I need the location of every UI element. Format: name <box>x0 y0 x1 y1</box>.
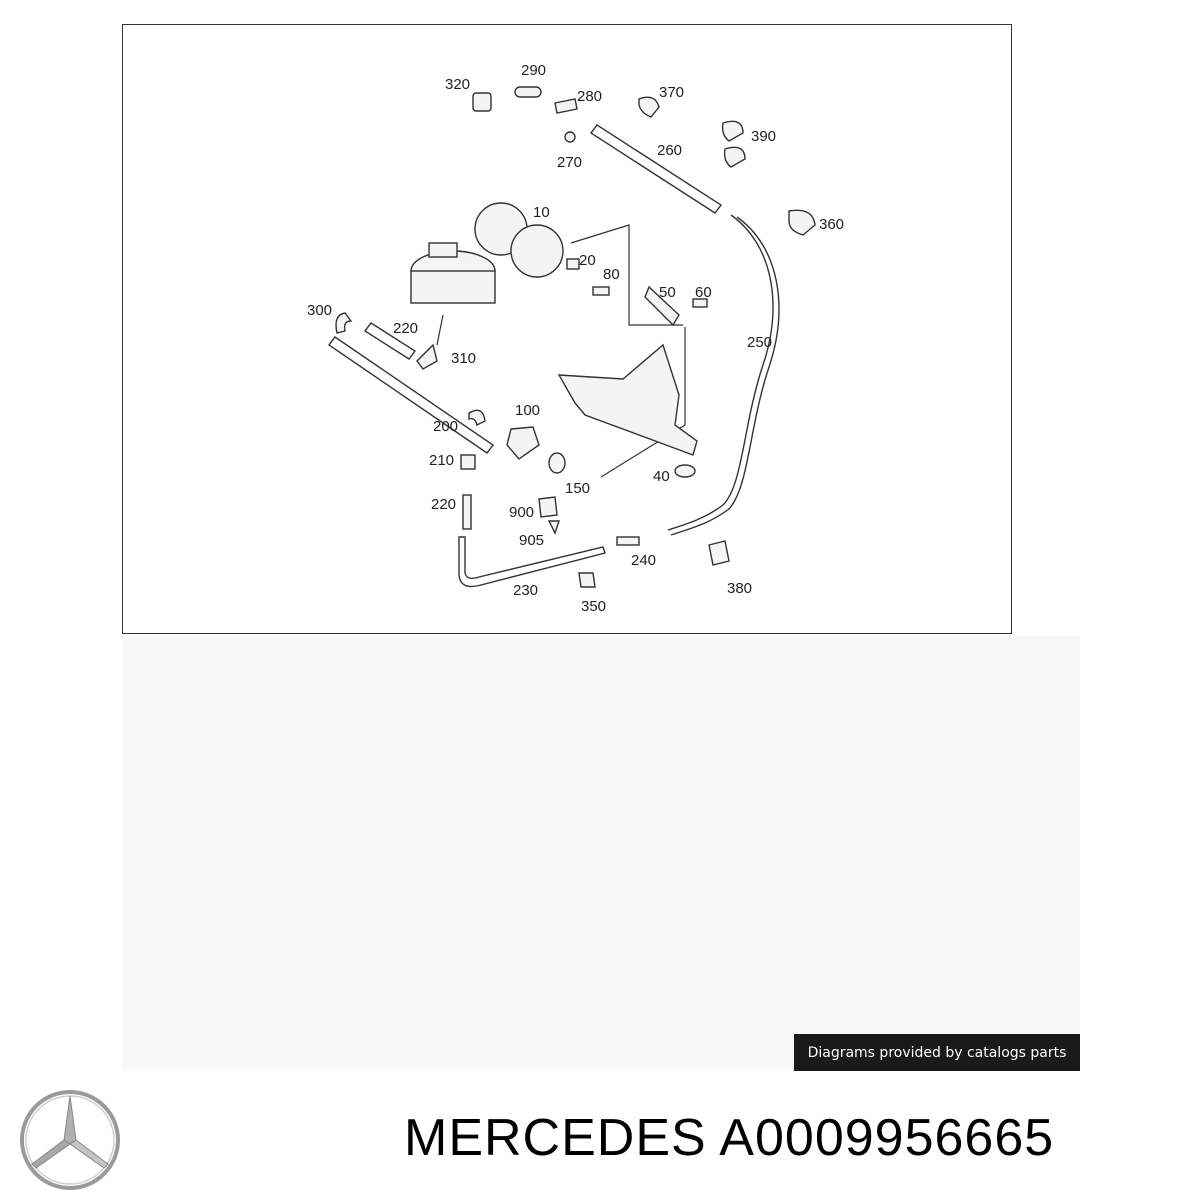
callout-50: 50 <box>659 284 676 301</box>
part-200 <box>468 409 486 427</box>
part-320 <box>472 92 492 112</box>
callout-350: 350 <box>581 598 606 615</box>
parts-diagram: 320 290 280 370 390 270 260 10 360 20 80… <box>122 24 1012 634</box>
callout-20: 20 <box>579 252 596 269</box>
leader-50 <box>600 327 686 478</box>
clip-350 <box>578 572 596 588</box>
valve-100 <box>506 426 540 460</box>
clip-360 <box>788 209 816 236</box>
part-50 <box>644 285 680 327</box>
leader-10 <box>570 224 683 326</box>
part-150 <box>548 452 566 474</box>
vacuum-reservoir-body <box>410 270 496 304</box>
clip-370 <box>638 96 660 118</box>
callout-80: 80 <box>603 266 620 283</box>
hose-250-inner <box>670 216 780 536</box>
callout-380: 380 <box>727 580 752 597</box>
callout-100: 100 <box>515 402 540 419</box>
part-290 <box>514 86 542 98</box>
callout-220-lower: 220 <box>431 496 456 513</box>
part-210 <box>460 454 476 470</box>
product-title: MERCEDES A0009956665 <box>404 1108 1054 1168</box>
callout-390: 390 <box>751 128 776 145</box>
callout-10: 10 <box>533 204 550 221</box>
part-60 <box>692 298 708 308</box>
callout-210: 210 <box>429 452 454 469</box>
part-number: A0009956665 <box>719 1109 1055 1167</box>
callout-320: 320 <box>445 76 470 93</box>
part-905 <box>547 520 560 535</box>
part-300 <box>335 312 353 334</box>
part-40 <box>674 464 696 478</box>
callout-310: 310 <box>451 350 476 367</box>
diagram-credit-text: Diagrams provided by catalogs parts <box>807 1044 1067 1061</box>
clip-390 <box>721 120 746 168</box>
clip-380 <box>708 540 730 566</box>
mounting-bracket <box>557 343 698 456</box>
hose-220-long <box>328 336 494 454</box>
callout-250: 250 <box>747 334 772 351</box>
leader-310 <box>436 314 444 346</box>
callout-230: 230 <box>513 582 538 599</box>
callout-290: 290 <box>521 62 546 79</box>
callout-150: 150 <box>565 480 590 497</box>
callout-240: 240 <box>631 552 656 569</box>
part-80 <box>592 286 610 296</box>
mercedes-star-icon <box>20 1090 120 1190</box>
diagram-credit-banner: Diagrams provided by catalogs parts <box>794 1034 1080 1071</box>
callout-270: 270 <box>557 154 582 171</box>
callout-370: 370 <box>659 84 684 101</box>
callout-905: 905 <box>519 532 544 549</box>
callout-900: 900 <box>509 504 534 521</box>
callout-200: 200 <box>433 418 458 435</box>
callout-60: 60 <box>695 284 712 301</box>
vacuum-reservoir-cap <box>428 242 458 258</box>
hose-230 <box>458 536 606 588</box>
part-310 <box>416 343 438 370</box>
image-background <box>122 636 1080 1070</box>
sphere-10b <box>510 224 564 278</box>
part-900 <box>538 496 558 518</box>
part-240 <box>616 536 640 546</box>
callout-360: 360 <box>819 216 844 233</box>
brand-name: MERCEDES <box>404 1109 707 1167</box>
callout-40: 40 <box>653 468 670 485</box>
hose-260 <box>589 124 723 214</box>
part-20 <box>566 258 580 270</box>
callout-300: 300 <box>307 302 332 319</box>
hose-250 <box>667 214 774 531</box>
parts-diagram-drawing: 320 290 280 370 390 270 260 10 360 20 80… <box>307 62 844 615</box>
part-280 <box>554 98 578 114</box>
callout-260: 260 <box>657 142 682 159</box>
hose-220-upper <box>363 322 417 360</box>
hose-220-lower <box>462 494 472 530</box>
callout-280: 280 <box>577 88 602 105</box>
part-270 <box>564 131 576 143</box>
callout-220-upper: 220 <box>393 320 418 337</box>
